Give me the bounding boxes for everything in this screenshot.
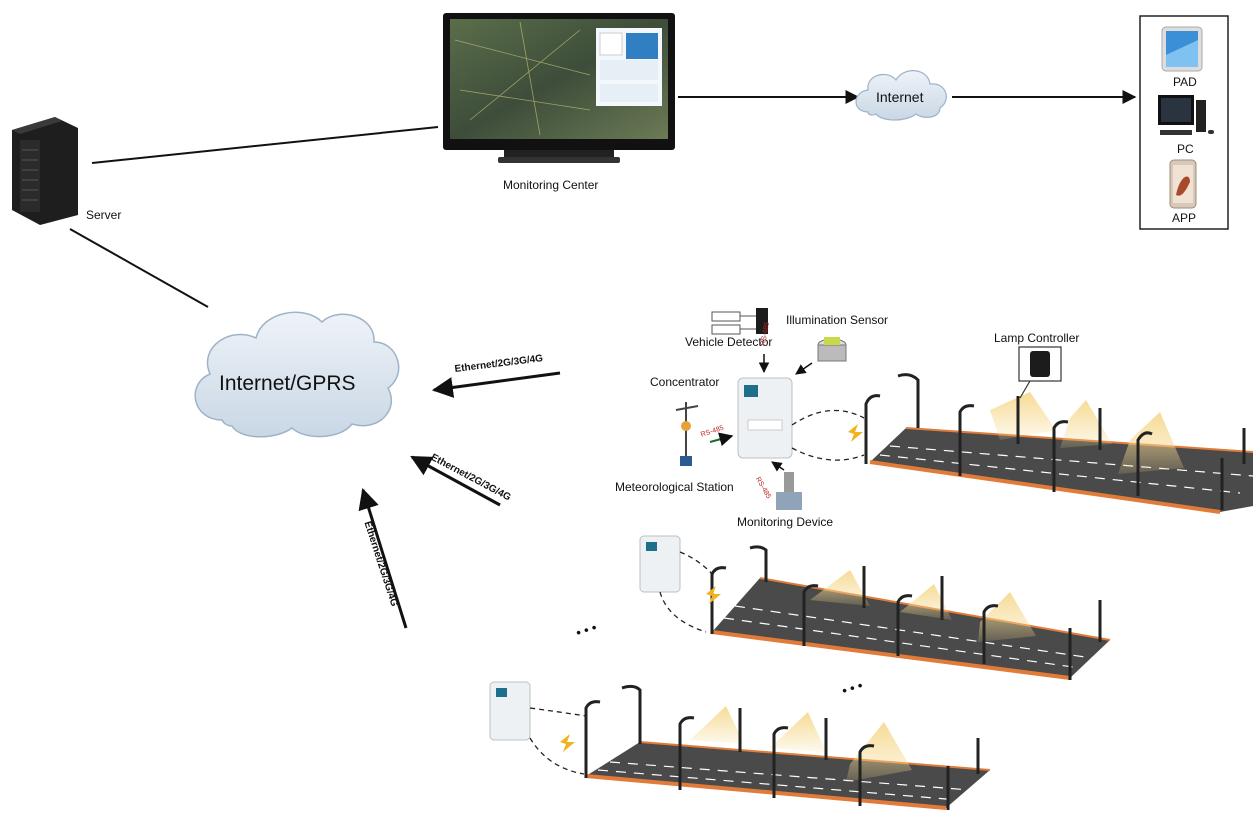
server-label: Server bbox=[86, 208, 122, 222]
pc-label: PC bbox=[1177, 142, 1194, 156]
tablet-icon bbox=[1161, 26, 1203, 72]
monitor-icon bbox=[443, 13, 675, 163]
concentrator-label: Concentrator bbox=[650, 375, 720, 389]
monitoring-device-icon bbox=[776, 472, 802, 510]
internet-cloud bbox=[855, 70, 947, 121]
road-scene-2 bbox=[710, 545, 1111, 680]
app-label: APP bbox=[1172, 211, 1197, 225]
meteorological-station-icon bbox=[675, 402, 699, 466]
monitoring-center-label: Monitoring Center bbox=[503, 178, 599, 192]
road-scene-3 bbox=[584, 684, 991, 810]
illumination-sensor-label: Illumination Sensor bbox=[786, 313, 889, 327]
smartphone-icon bbox=[1169, 159, 1197, 209]
lamp-controller-icon bbox=[1018, 346, 1062, 399]
concentrator-icon bbox=[737, 377, 793, 459]
road-scene-1 bbox=[864, 373, 1253, 514]
concentrator-icon-3 bbox=[489, 681, 531, 741]
monitoring-device-label: Monitoring Device bbox=[737, 515, 834, 529]
link-arrow-2 bbox=[410, 455, 501, 507]
vehicle-detector-icon bbox=[711, 308, 768, 335]
concentrator-icon-2 bbox=[639, 535, 681, 593]
internet-label: Internet bbox=[876, 89, 924, 105]
server-tower-icon bbox=[12, 117, 78, 225]
vehicle-detector-label: Vehicle Detector bbox=[685, 335, 773, 349]
server-cloud-link bbox=[69, 228, 209, 308]
pad-label: PAD bbox=[1173, 75, 1197, 89]
internet-gprs-label: Internet/GPRS bbox=[219, 372, 356, 395]
server-monitor-link bbox=[91, 126, 439, 164]
meteorological-station-label: Meteorological Station bbox=[615, 480, 734, 494]
illumination-sensor-icon bbox=[817, 337, 847, 362]
lamp-controller-label: Lamp Controller bbox=[994, 331, 1080, 345]
link-arrow-1 bbox=[431, 371, 561, 398]
link-arrow-3 bbox=[358, 487, 408, 629]
desktop-pc-icon bbox=[1158, 95, 1214, 135]
internet-gprs-cloud bbox=[194, 311, 400, 438]
